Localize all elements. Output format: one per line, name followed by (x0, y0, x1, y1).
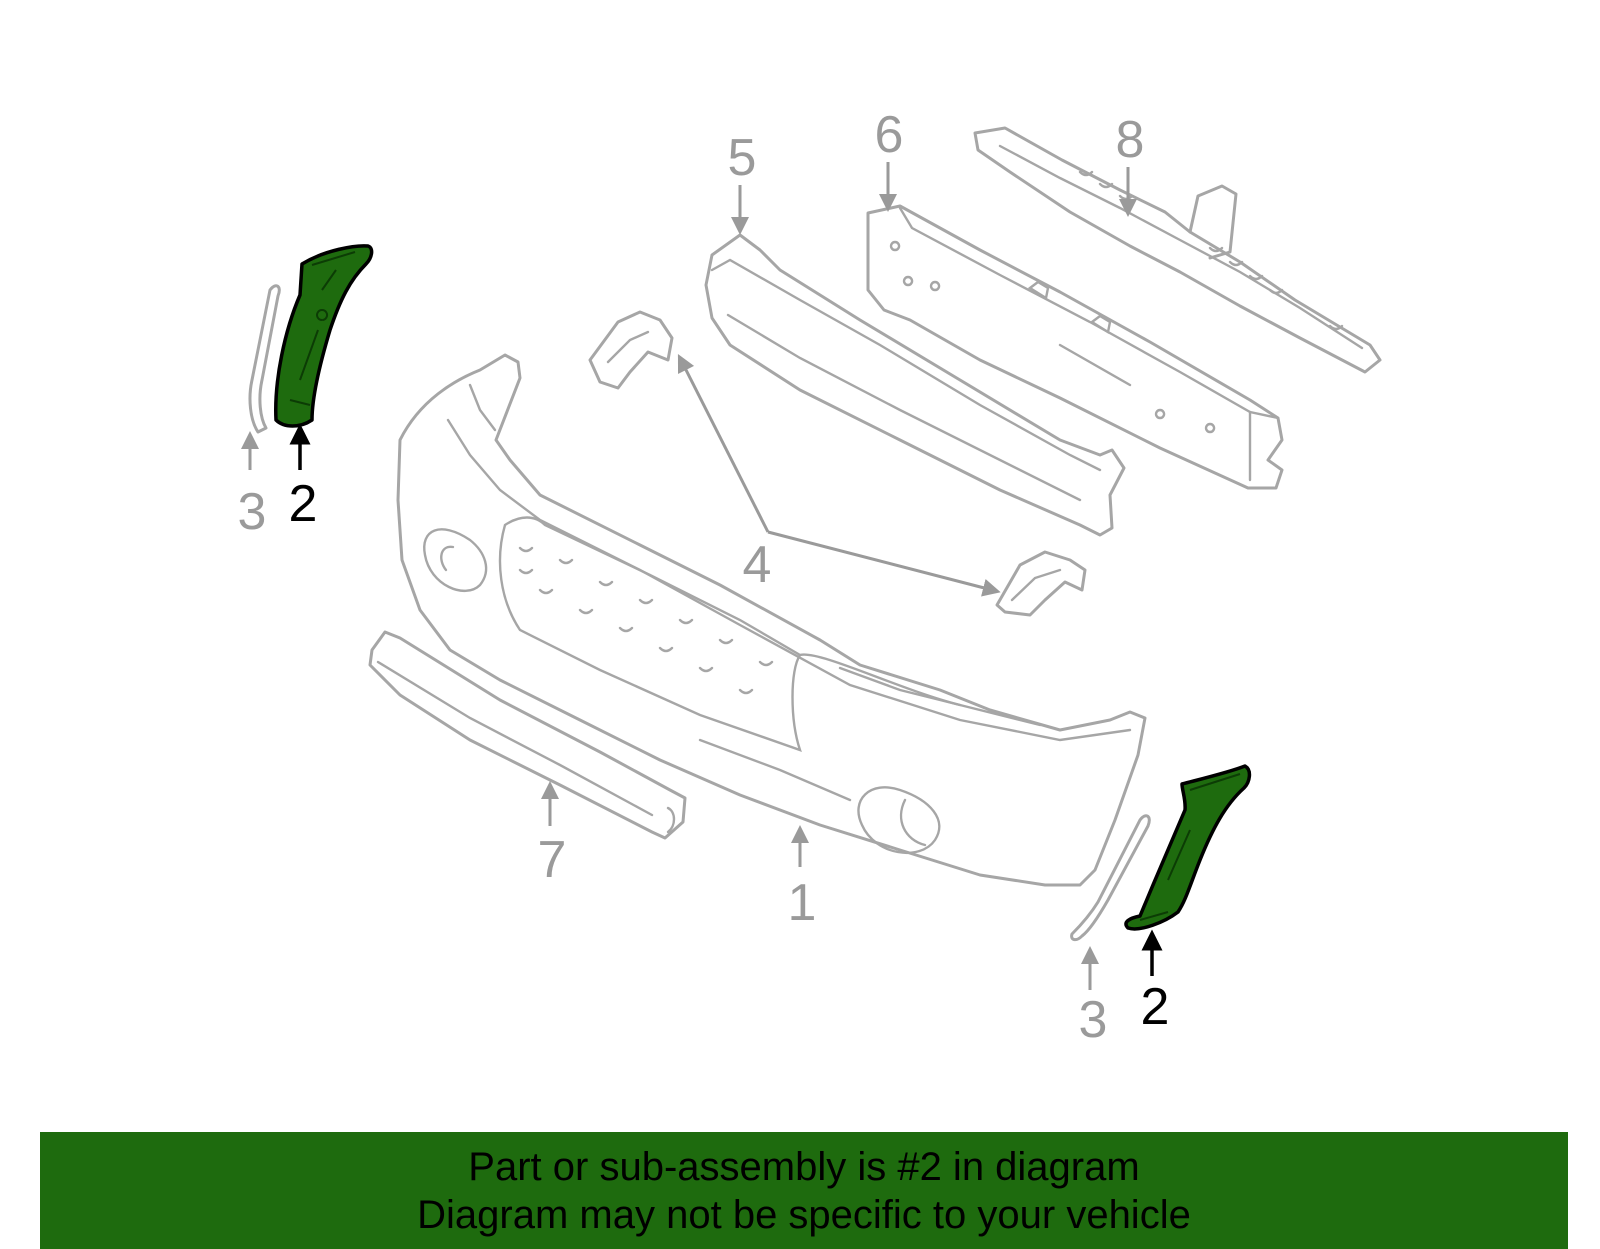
callout-3-right: 3 (1079, 991, 1108, 1049)
caption-banner: Part or sub-assembly is #2 in diagram Di… (40, 1132, 1568, 1249)
callout-2-right: 2 (1141, 978, 1170, 1036)
part-4-brackets (588, 310, 1087, 617)
caption-line-1: Part or sub-assembly is #2 in diagram (468, 1144, 1140, 1189)
leader-4b (767, 530, 1001, 597)
leader-lines (241, 162, 1163, 990)
part-6-beam (866, 204, 1284, 490)
callout-7: 7 (538, 831, 567, 889)
part-7-molding (368, 630, 687, 840)
leader-4a (677, 353, 770, 533)
part-1-bumper-cover (396, 353, 1147, 887)
callout-8: 8 (1116, 111, 1145, 169)
callout-1: 1 (788, 874, 817, 932)
callout-2-left: 2 (289, 475, 318, 533)
part-2-extension-left (274, 244, 374, 428)
part-3-moldings (248, 284, 1151, 942)
callout-4: 4 (743, 536, 772, 594)
callout-5: 5 (728, 129, 757, 187)
part-8-bracket (973, 126, 1382, 374)
caption-line-2: Diagram may not be specific to your vehi… (417, 1192, 1191, 1237)
part-2-extension-right (1124, 764, 1252, 931)
callout-3-left: 3 (238, 483, 267, 541)
callout-numbers: 1 2 2 3 3 4 5 6 7 8 (238, 106, 1170, 1049)
part-5-retainer (704, 233, 1126, 537)
callout-6: 6 (875, 106, 904, 164)
